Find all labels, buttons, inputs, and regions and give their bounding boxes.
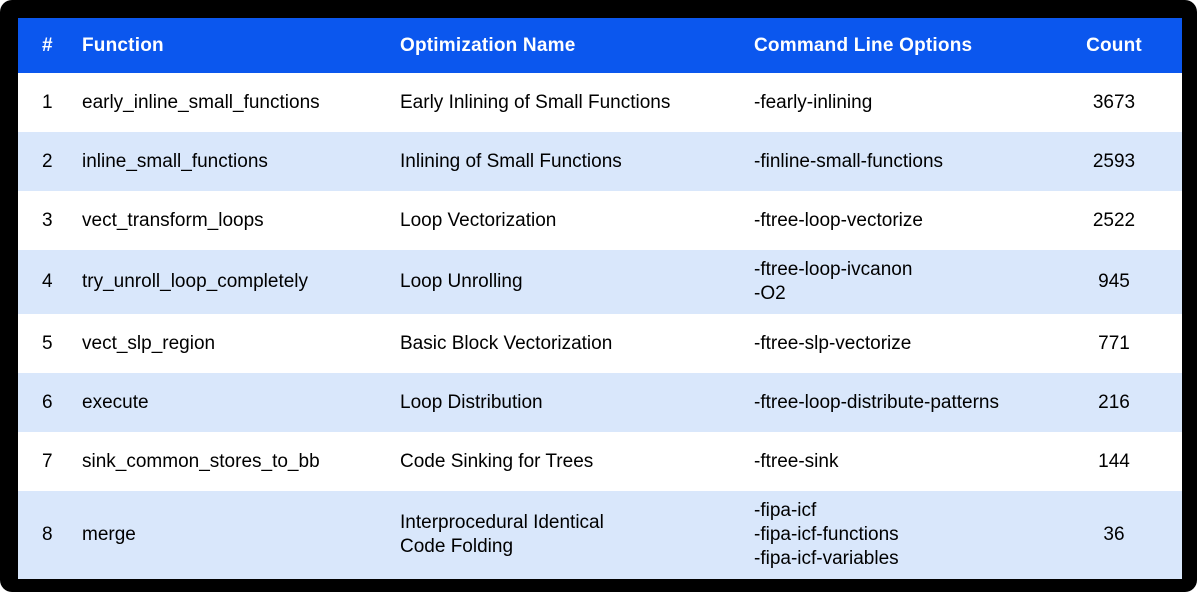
count-cell: 2593: [1092, 150, 1136, 172]
optimization-name-line: Code Sinking for Trees: [400, 450, 594, 472]
command-line-option: -fipa-icf-functions: [754, 524, 899, 545]
row-number-cell: 6: [42, 391, 53, 413]
command-line-option: -fipa-icf: [754, 500, 817, 521]
command-line-option: -ftree-sink: [754, 450, 839, 472]
row-number-cell: 4: [42, 271, 53, 292]
column-header-function: Function: [82, 18, 400, 73]
row-number-cell: 8: [42, 524, 53, 545]
row-number-cell: 1: [42, 91, 53, 113]
optimization-name-line: Loop Distribution: [400, 391, 543, 413]
count-cell: 36: [1103, 524, 1125, 545]
column-header-optimization: Optimization Name: [400, 18, 754, 73]
optimization-name-line: Loop Vectorization: [400, 209, 557, 231]
table-row: 2 inline_small_functions Inlining of Small…: [18, 132, 1182, 191]
function-cell: inline_small_functions: [82, 150, 268, 172]
command-line-option: -ftree-slp-vectorize: [754, 332, 912, 354]
command-line-options-cell: -finline-small-functions: [754, 132, 1060, 191]
count-cell: 3673: [1092, 91, 1136, 113]
column-header-number: #: [18, 18, 82, 73]
command-line-option: -finline-small-functions: [754, 150, 944, 172]
optimization-name-line: Code Folding: [400, 536, 514, 557]
command-line-option: -ftree-loop-distribute-patterns: [754, 391, 999, 413]
optimization-name-line: Basic Block Vectorization: [400, 332, 613, 354]
command-line-options-cell: -ftree-sink: [754, 432, 1060, 491]
column-header-count: Count: [1060, 18, 1182, 73]
count-cell: 216: [1098, 391, 1130, 413]
row-number-cell: 5: [42, 332, 53, 354]
function-cell: early_inline_small_functions: [82, 91, 320, 113]
table-row: 5 vect_slp_region Basic Block Vectorizatio…: [18, 314, 1182, 373]
header-row: # Function Optimization Name Command Lin…: [18, 18, 1182, 73]
optimization-name-cell: Loop Unrolling: [400, 250, 754, 314]
optimization-name-cell: Code Sinking for Trees: [400, 432, 754, 491]
table-header: # Function Optimization Name Command Lin…: [18, 18, 1182, 73]
command-line-options-cell: -fearly-inlining: [754, 73, 1060, 132]
command-line-option: -ftree-loop-ivcanon: [754, 259, 913, 280]
command-line-option: -ftree-loop-vectorize: [754, 209, 923, 231]
row-number-cell: 2: [42, 150, 53, 172]
optimization-name-line: Early Inlining of Small Functions: [400, 91, 671, 113]
optimization-name-cell: Basic Block Vectorization: [400, 314, 754, 373]
optimization-name-cell: Loop Distribution: [400, 373, 754, 432]
table-row: 7 sink_common_stores_to_bb Code Sinking fo…: [18, 432, 1182, 491]
optimization-name-cell: Loop Vectorization: [400, 191, 754, 250]
command-line-option: -O2: [754, 283, 786, 304]
command-line-options-cell: -ftree-loop-vectorize: [754, 191, 1060, 250]
row-number-cell: 7: [42, 450, 53, 472]
table-row: 3 vect_transform_loops Loop Vectorization -…: [18, 191, 1182, 250]
command-line-options-cell: -ftree-slp-vectorize: [754, 314, 1060, 373]
command-line-options-cell: -ftree-loop-distribute-patterns: [754, 373, 1060, 432]
command-line-option: -fearly-inlining: [754, 91, 873, 113]
optimization-count-table: # Function Optimization Name Command Lin…: [18, 18, 1182, 579]
count-cell: 945: [1098, 271, 1130, 292]
optimization-name-line: Interprocedural Identical: [400, 512, 604, 533]
command-line-options-cell: -fipa-icf -fipa-icf-functions -fipa-icf-va…: [754, 491, 1060, 579]
count-cell: 144: [1098, 450, 1130, 472]
function-cell: vect_slp_region: [82, 332, 216, 354]
count-cell: 771: [1098, 332, 1130, 354]
row-number-cell: 3: [42, 209, 53, 231]
table-body: 1 early_inline_small_functions Early Inlin…: [18, 73, 1182, 579]
optimization-name-line: Loop Unrolling: [400, 271, 523, 292]
command-line-options-cell: -ftree-loop-ivcanon -O2: [754, 250, 1060, 314]
optimization-name-line: Inlining of Small Functions: [400, 150, 622, 172]
function-cell: sink_common_stores_to_bb: [82, 450, 320, 472]
function-cell: try_unroll_loop_completely: [82, 271, 309, 292]
optimization-name-cell: Early Inlining of Small Functions: [400, 73, 754, 132]
function-cell: vect_transform_loops: [82, 209, 264, 231]
table-row: 4 try_unroll_loop_completely Loop Unrollin…: [18, 250, 1182, 314]
table-row: 6 execute Loop Distribution -ftree-loop-dis…: [18, 373, 1182, 432]
command-line-option: -fipa-icf-variables: [754, 548, 899, 569]
count-cell: 2522: [1092, 209, 1136, 231]
function-cell: merge: [82, 524, 136, 545]
column-header-options: Command Line Options: [754, 18, 1060, 73]
table-row: 1 early_inline_small_functions Early Inlin…: [18, 73, 1182, 132]
function-cell: execute: [82, 391, 149, 413]
optimization-name-cell: Inlining of Small Functions: [400, 132, 754, 191]
